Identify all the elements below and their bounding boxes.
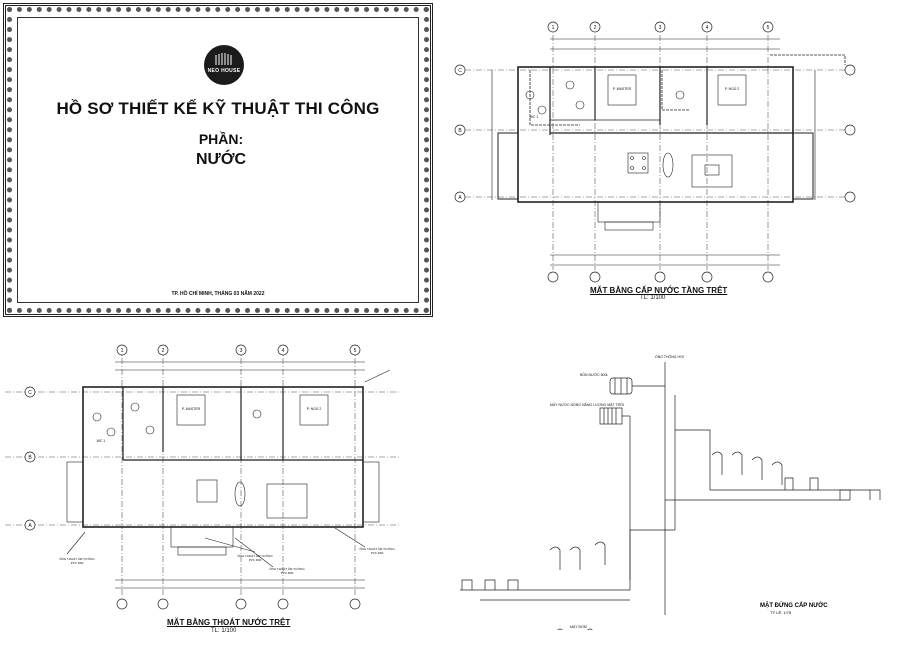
drain-plan-drawing: 1 2 3 4 5 C B A P. MASTER P. NGỦ 2 WC 1 … <box>5 344 400 610</box>
supply-axis-a: A <box>458 195 462 201</box>
supply-axis-1: 1 <box>552 25 555 31</box>
riser-label-vent: ỐNG THÔNG HƠI <box>655 354 684 359</box>
drain-note-1: ỐNG THOÁT ÂM TƯỜNG <box>59 556 95 561</box>
supply-axis-b: B <box>458 128 462 134</box>
house-icon <box>215 53 232 65</box>
supply-plan-scale: TL: 1/100 <box>640 295 666 301</box>
drain-axis-2: 2 <box>162 348 165 354</box>
drain-axis-5: 5 <box>354 348 357 354</box>
riser-title-area: MẶT ĐỨNG CẤP NƯỚC TỶ LỆ: 1/75 <box>760 601 828 615</box>
drain-axis-3: 3 <box>240 348 243 354</box>
drain-plan-title: MẶT BẰNG THOÁT NƯỚC TRỆT <box>167 618 291 627</box>
riser-label-pump: MÁY BƠM <box>570 625 587 629</box>
drain-note-2: ỐNG THOÁT ÂM TƯỜNG <box>237 553 273 558</box>
supply-axis-4: 4 <box>706 25 709 31</box>
drain-note-2b: PVC D90 <box>249 558 262 562</box>
drain-plan: 1 2 3 4 5 C B A P. MASTER P. NGỦ 2 WC 1 … <box>5 342 400 642</box>
supply-axis-3: 3 <box>659 25 662 31</box>
drain-axis-1: 1 <box>121 348 124 354</box>
supply-plan: 1 2 3 4 5 C B A P. MASTER P. NGỦ 2 WC 1 … <box>450 15 890 295</box>
neo-house-logo: NEO HOUSE <box>204 45 244 85</box>
cover-part-value: NƯỚC <box>195 151 247 168</box>
cover-title: HỒ SƠ THIẾT KẾ KỸ THUẬT THI CÔNG <box>56 99 380 118</box>
riser-drawing: BỒN NƯỚC 500L MÁY NƯỚC NÓNG NĂNG LƯỢNG M… <box>460 354 881 636</box>
riser-label-tank: BỒN NƯỚC 500L <box>580 372 608 377</box>
riser-title: MẶT ĐỨNG CẤP NƯỚC <box>760 601 828 609</box>
supply-plan-drawing: 1 2 3 4 5 C B A P. MASTER P. NGỦ 2 WC 1 <box>454 21 856 283</box>
cover-part-label: PHẦN: <box>198 131 244 147</box>
riser-diagram: BỒN NƯỚC 500L MÁY NƯỚC NÓNG NĂNG LƯỢNG M… <box>450 350 895 650</box>
cover-inner-frame <box>17 17 419 303</box>
drain-note-3b: PVC D90 <box>281 571 294 575</box>
drain-room-bed2: P. NGỦ 2 <box>307 406 322 411</box>
cover-date-line: TP. HỒ CHÍ MINH, THÁNG 03 NĂM 2022 <box>171 291 265 297</box>
supply-room-wc1: WC 1 <box>530 115 539 119</box>
supply-plan-title: MẶT BẰNG CẤP NƯỚC TẦNG TRỆT <box>590 286 728 295</box>
drain-axis-4: 4 <box>282 348 285 354</box>
supply-axis-5: 5 <box>767 25 770 31</box>
cover-decorative-border <box>7 7 429 313</box>
supply-room-master: P. MASTER <box>613 87 632 91</box>
supply-axis-2: 2 <box>594 25 597 31</box>
drain-note-3: ỐNG THOÁT ÂM TƯỜNG <box>269 566 305 571</box>
cover-outer-frame <box>3 3 433 317</box>
drain-plan-scale: TL: 1/100 <box>211 628 237 634</box>
drain-note-4b: PVC D90 <box>371 551 384 555</box>
drain-axis-a: A <box>28 523 32 529</box>
drain-note-4: ỐNG THOÁT ÂM TƯỜNG <box>359 546 395 551</box>
riser-scale: TỶ LỆ: 1/75 <box>770 610 792 615</box>
cover-sheet: NEO HOUSE HỒ SƠ THIẾT KẾ KỸ THUẬT THI CÔ… <box>3 3 433 317</box>
supply-room-bed2: P. NGỦ 2 <box>725 86 740 91</box>
drain-note-1b: PVC D90 <box>71 561 84 565</box>
drain-axis-b: B <box>28 455 32 461</box>
drain-axis-c: C <box>28 390 32 396</box>
drain-room-wc1: WC 1 <box>97 439 106 443</box>
logo-text: NEO HOUSE <box>207 68 241 74</box>
riser-label-solar: MÁY NƯỚC NÓNG NĂNG LƯỢNG MẶT TRỜI <box>550 402 624 407</box>
drain-room-master: P. MASTER <box>182 407 201 411</box>
supply-axis-c: C <box>458 68 462 74</box>
